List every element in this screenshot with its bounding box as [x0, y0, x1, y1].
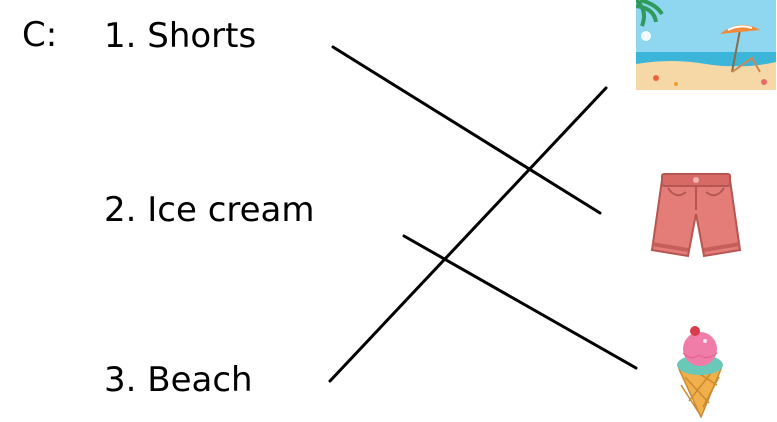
shorts-picture-icon [648, 170, 744, 262]
beach-picture-icon [634, 0, 776, 90]
exercise-label: C: [22, 15, 58, 55]
match-line-ice-cream [402, 234, 638, 370]
match-line-shorts [331, 45, 602, 215]
word-item-ice-cream: 2. Ice cream [104, 190, 315, 230]
word-item-shorts: 1. Shorts [104, 16, 257, 56]
ice-cream-picture-icon [665, 323, 735, 419]
word-item-beach: 3. Beach [104, 360, 253, 400]
match-line-beach [328, 86, 608, 383]
